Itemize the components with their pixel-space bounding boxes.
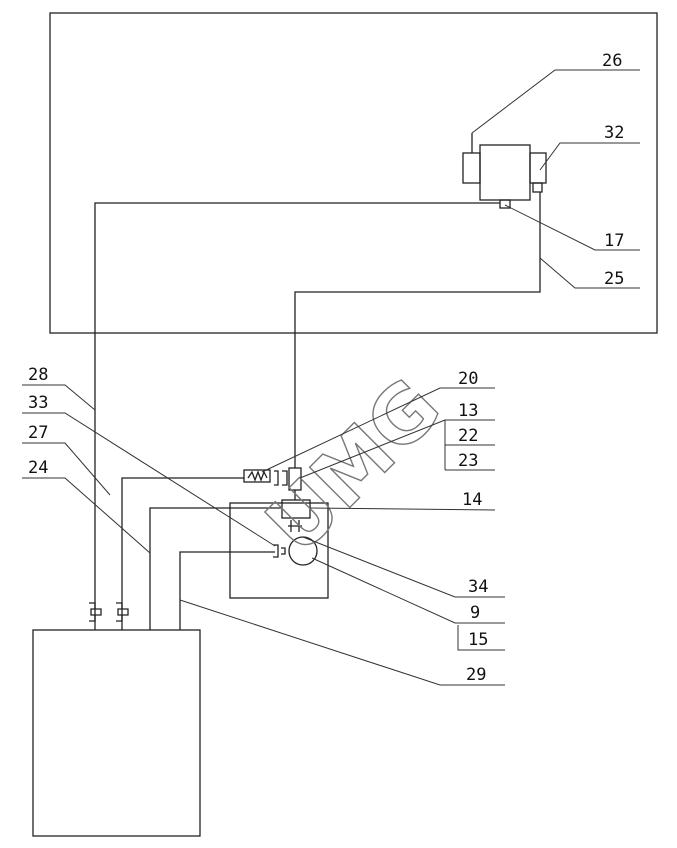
fitting-icon — [89, 602, 129, 622]
label-25: 25 — [539, 257, 640, 289]
svg-text:34: 34 — [468, 577, 488, 597]
svg-text:23: 23 — [458, 451, 478, 471]
label-9: 9 — [311, 557, 505, 624]
block-14 — [281, 499, 311, 519]
svg-text:17: 17 — [604, 231, 624, 251]
label-14: 14 — [309, 490, 496, 511]
coupling-13 — [288, 467, 302, 500]
label-26: 26 — [471, 51, 640, 134]
tank — [32, 629, 201, 837]
check-valve-icon — [243, 469, 288, 486]
watermark: UMG — [250, 362, 459, 571]
svg-text:24: 24 — [28, 458, 48, 478]
svg-text:20: 20 — [458, 369, 478, 389]
label-27: 27 — [22, 423, 111, 496]
svg-text:33: 33 — [28, 393, 48, 413]
label-29: 29 — [179, 599, 505, 686]
svg-text:9: 9 — [470, 603, 480, 623]
label-33: 33 — [22, 393, 276, 547]
svg-text:22: 22 — [458, 426, 478, 446]
device-17 — [462, 133, 547, 209]
upper-enclosure — [49, 12, 658, 334]
label-24: 24 — [22, 458, 151, 554]
svg-text:27: 27 — [28, 423, 48, 443]
svg-text:25: 25 — [604, 269, 624, 289]
pipe-29 — [179, 551, 275, 630]
label-20: 20 — [261, 369, 495, 473]
inlet-fitting-icon — [273, 544, 286, 558]
svg-text:28: 28 — [28, 365, 48, 385]
label-34: 34 — [302, 536, 505, 598]
svg-text:26: 26 — [602, 51, 622, 71]
label-23: 23 — [445, 451, 495, 471]
pipe-24 — [149, 507, 282, 630]
pipe-27 — [121, 477, 244, 630]
coupling-34 — [288, 520, 302, 532]
pipe-25 — [294, 192, 541, 468]
svg-text:13: 13 — [458, 401, 478, 421]
label-15: 15 — [457, 625, 505, 651]
label-28: 28 — [22, 365, 96, 411]
label-17: 17 — [504, 204, 640, 251]
svg-text:32: 32 — [604, 123, 624, 143]
svg-text:15: 15 — [468, 630, 488, 650]
svg-text:29: 29 — [466, 665, 486, 685]
pipe-28 — [94, 202, 500, 630]
pump-housing — [229, 502, 329, 599]
svg-text:14: 14 — [462, 490, 482, 510]
label-22: 22 — [444, 420, 495, 470]
label-32: 32 — [539, 123, 640, 171]
